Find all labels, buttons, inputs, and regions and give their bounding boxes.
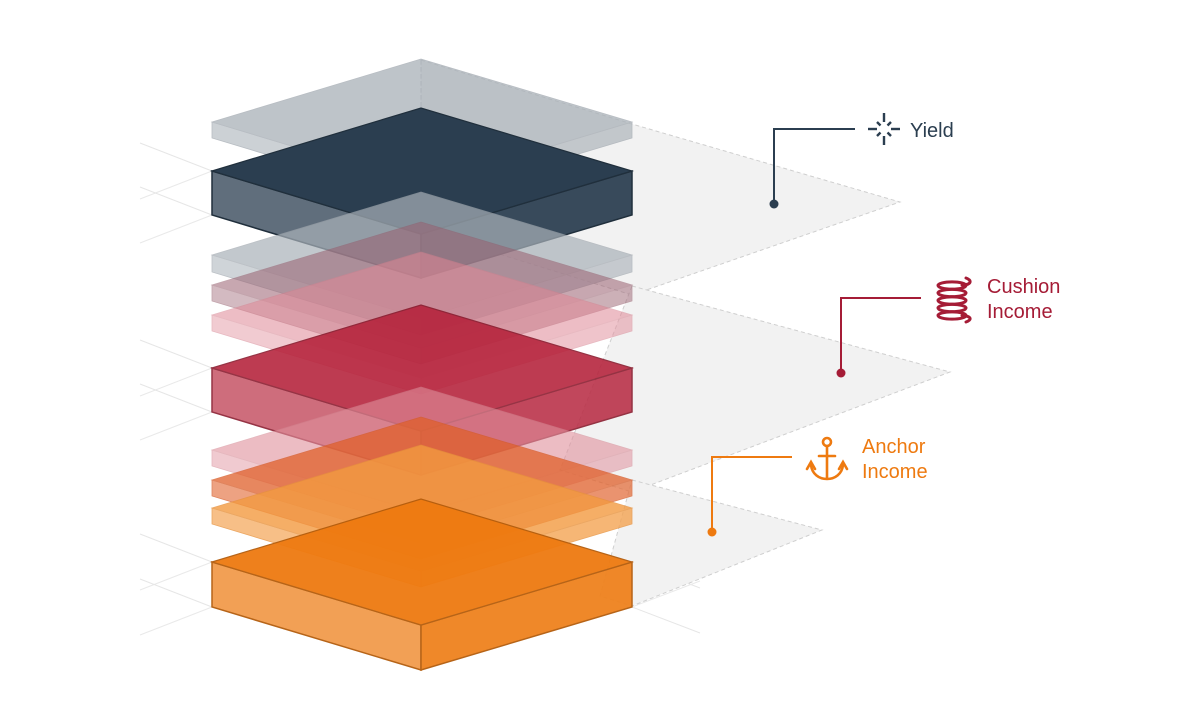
label-anchor-line2: Income bbox=[862, 461, 928, 483]
leader-line-anchor bbox=[711, 456, 792, 532]
leader-dot-anchor bbox=[707, 527, 717, 537]
sparkle-burst-icon bbox=[868, 113, 900, 145]
leader-dot-cushion bbox=[836, 368, 846, 378]
grid-line bbox=[631, 606, 701, 634]
callout-yield: Yield bbox=[769, 113, 954, 209]
grid-line bbox=[139, 606, 213, 636]
grid-line bbox=[139, 383, 213, 413]
grid-line bbox=[139, 367, 213, 397]
grid-line bbox=[139, 533, 213, 563]
leader-dot-yield bbox=[769, 199, 779, 209]
callouts: Yield Cushion Income bbox=[707, 113, 1060, 537]
slab-anchor-main bbox=[209, 498, 635, 672]
slab-top-face bbox=[209, 498, 635, 626]
callout-cushion-income: Cushion Income bbox=[836, 276, 1060, 378]
label-yield: Yield bbox=[910, 120, 954, 142]
leader-line-yield bbox=[773, 128, 855, 204]
grid-line bbox=[139, 170, 213, 200]
grid-line bbox=[139, 411, 213, 441]
spring-coil-icon bbox=[936, 276, 972, 324]
slab-stack bbox=[209, 58, 635, 672]
anchor-icon bbox=[805, 436, 849, 481]
grid-line bbox=[139, 561, 213, 591]
leader-line-cushion bbox=[840, 297, 921, 373]
plane-cushion bbox=[559, 285, 952, 493]
label-cushion-line1: Cushion bbox=[987, 276, 1060, 298]
grid-line bbox=[139, 142, 213, 172]
grid-line bbox=[631, 580, 701, 608]
grid-line bbox=[139, 214, 213, 244]
label-cushion-line2: Income bbox=[987, 301, 1053, 323]
grid-line bbox=[139, 339, 213, 369]
callout-anchor-income: Anchor Income bbox=[707, 436, 928, 537]
grid-line bbox=[139, 186, 213, 216]
label-anchor-line1: Anchor bbox=[862, 436, 926, 458]
grid-line bbox=[139, 578, 213, 608]
